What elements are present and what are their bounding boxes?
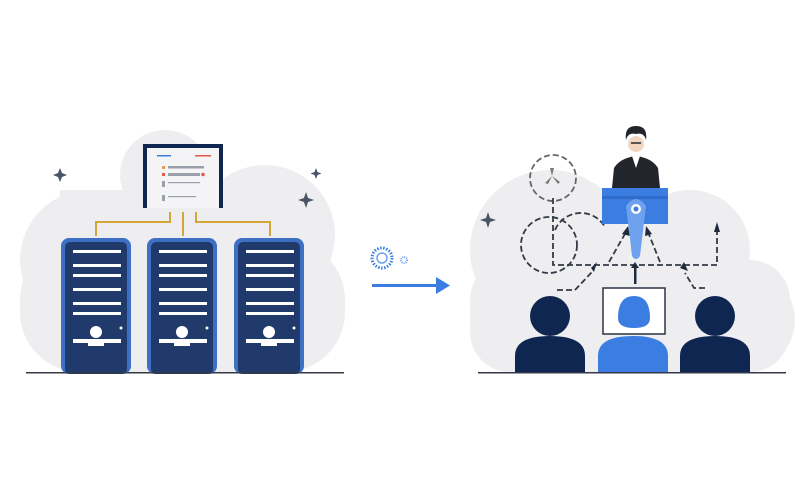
sparkle-icon (53, 168, 322, 208)
connector-lines (95, 212, 271, 236)
server-icon (61, 238, 131, 374)
monitor-user-icon (598, 287, 668, 372)
podium-icon (602, 188, 668, 259)
sparkle-icon (480, 212, 496, 228)
arrowheads (591, 222, 720, 284)
server-icon (147, 238, 217, 374)
right-baseline (478, 372, 786, 374)
servers (61, 238, 304, 374)
server-icon (234, 238, 304, 374)
arrow-right-icon (372, 277, 450, 294)
wind-turbine-icon (545, 168, 560, 184)
user-icon (515, 296, 585, 372)
user-icon (680, 296, 750, 372)
document-panel-icon (143, 144, 223, 208)
left-baseline (26, 372, 344, 374)
presenter-icon (612, 126, 660, 188)
spinner-icon (370, 246, 408, 270)
